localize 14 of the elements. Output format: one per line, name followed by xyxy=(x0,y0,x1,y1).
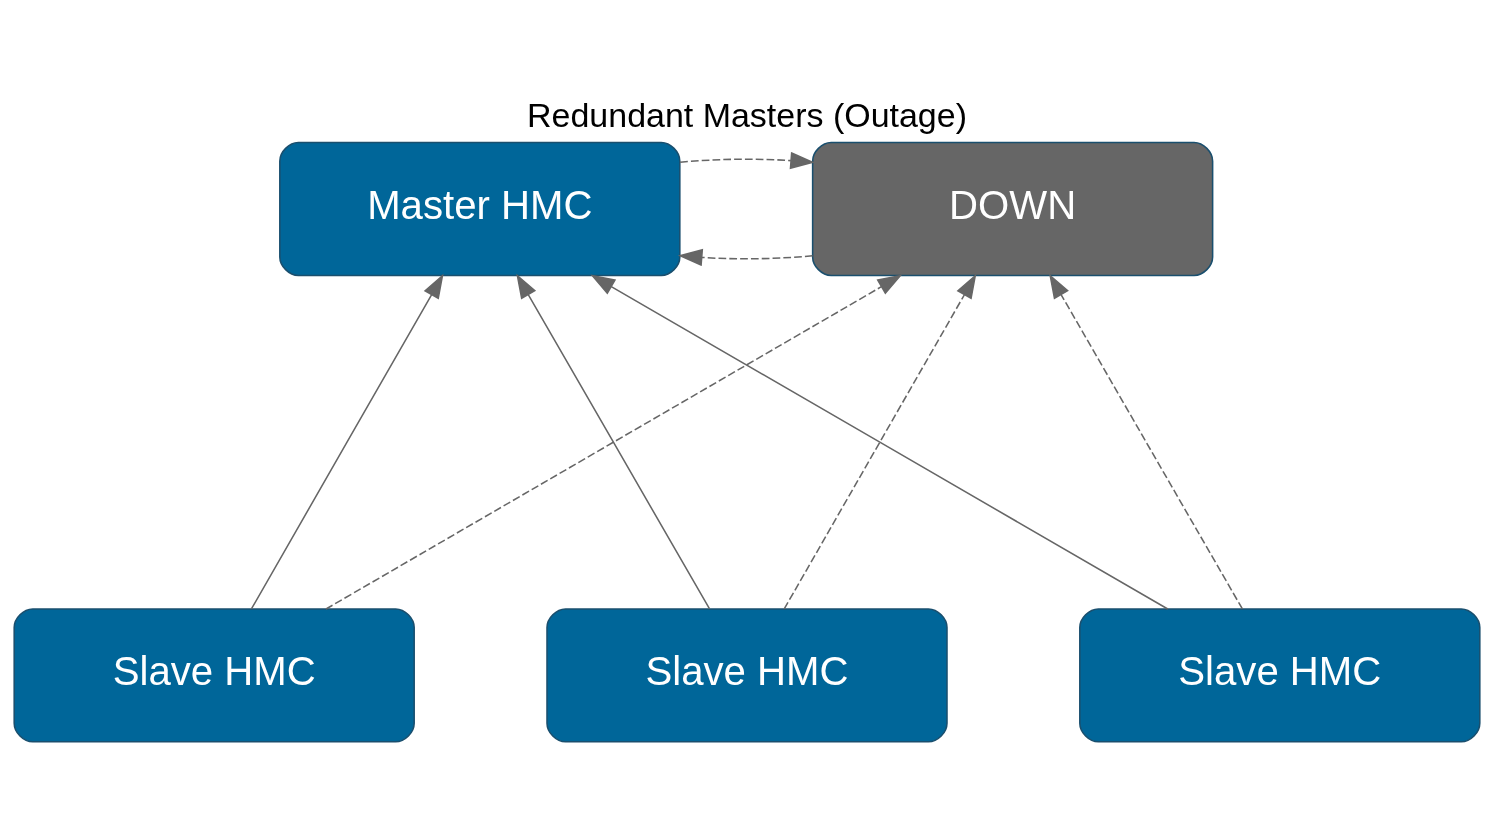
arrow xyxy=(1049,273,1244,610)
node-box: DOWN xyxy=(811,141,1214,277)
arrow xyxy=(325,274,903,610)
node-box: Slave HMC xyxy=(13,608,415,743)
diagram-title: Redundant Masters (Outage) xyxy=(527,95,967,134)
arrow xyxy=(250,273,444,610)
arrow xyxy=(590,274,1169,610)
node-box: Master HMC xyxy=(279,141,681,277)
arrow xyxy=(677,248,814,267)
arrow xyxy=(679,151,815,170)
node-box: Slave HMC xyxy=(1079,608,1481,743)
arrow xyxy=(783,273,977,610)
node-box: Slave HMC xyxy=(546,608,948,743)
arrow xyxy=(516,273,711,610)
